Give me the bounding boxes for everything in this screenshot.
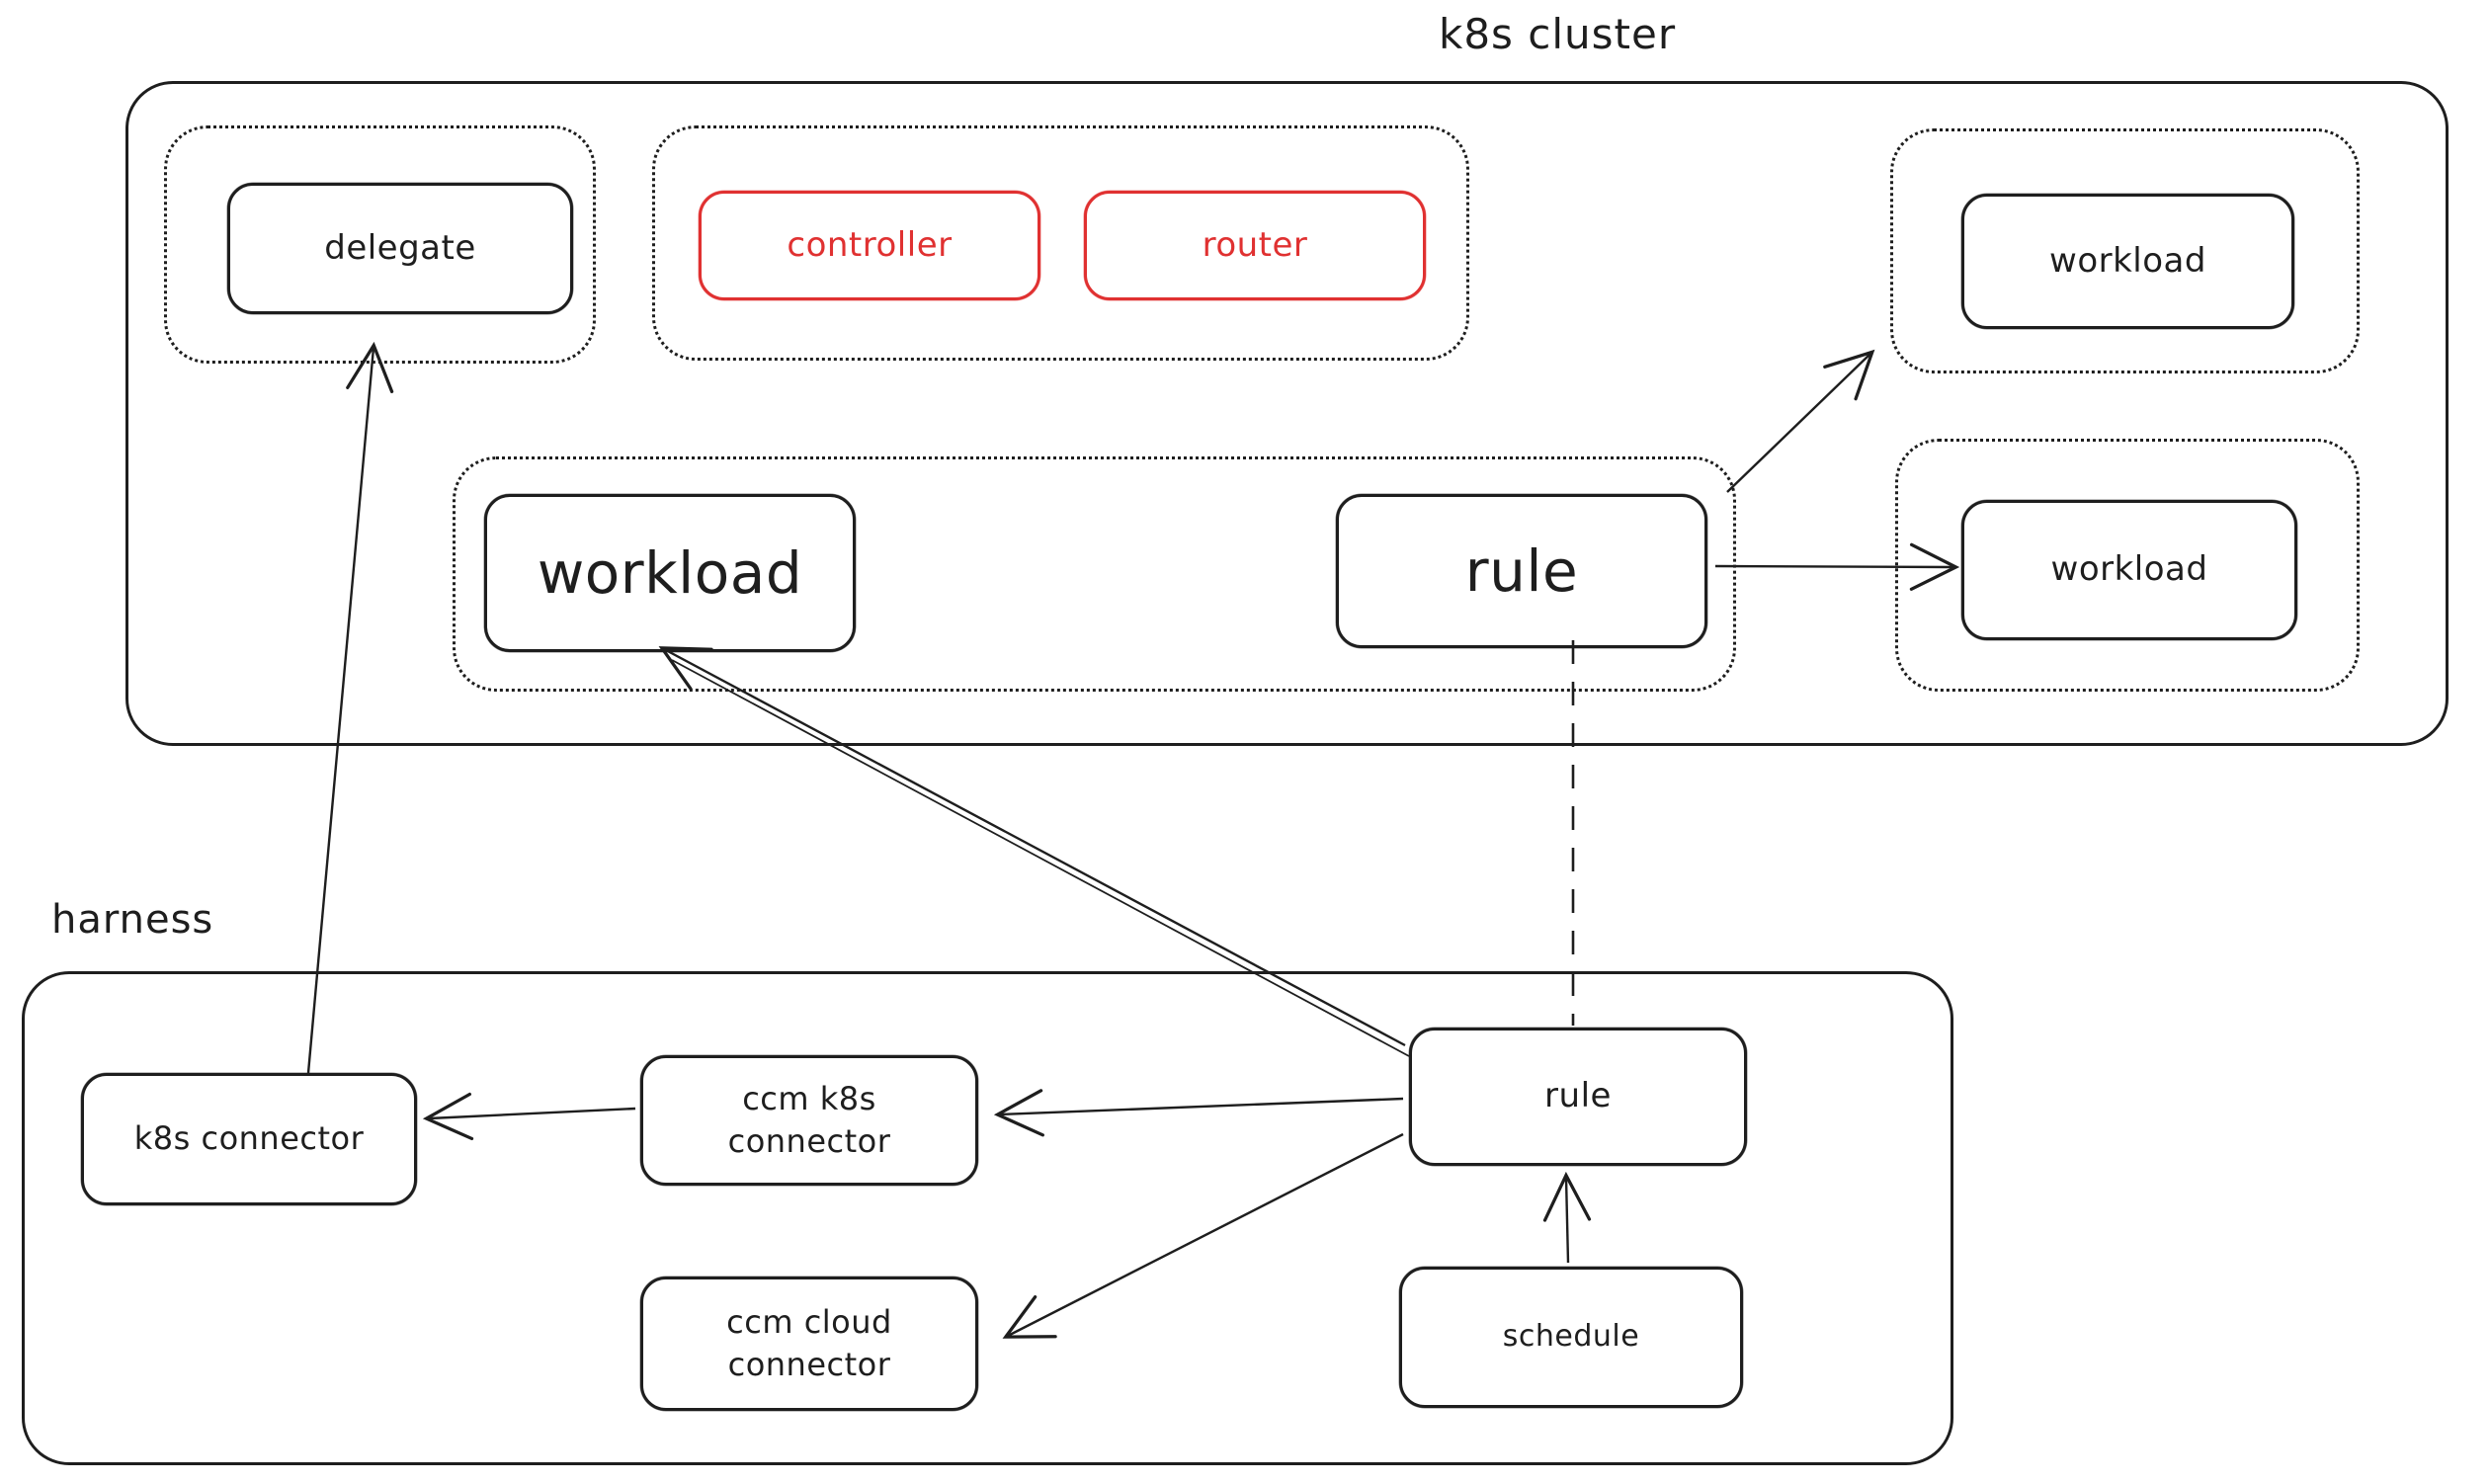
ccm-k8s-connector-line2: connector [727, 1122, 891, 1160]
rule-harness-node-label: rule [1544, 1076, 1612, 1116]
schedule-node-label: schedule [1502, 1319, 1640, 1355]
router-node-label: router [1202, 224, 1308, 265]
workload-top-group [1890, 128, 2360, 373]
schedule-node: schedule [1399, 1267, 1743, 1408]
k8s-connector-node-label: k8s connector [133, 1119, 365, 1158]
rule-k8s-node-label: rule [1464, 536, 1579, 605]
delegate-node: delegate [227, 183, 573, 314]
ccm-k8s-connector-line1: ccm k8s [742, 1079, 876, 1117]
rule-harness-node: rule [1409, 1028, 1747, 1166]
ccm-cloud-connector-node: ccm cloud connector [640, 1277, 978, 1411]
ccm-cloud-connector-line1: ccm cloud [726, 1302, 892, 1341]
workload-right-node: workload [1961, 500, 2297, 640]
ccm-k8s-connector-node: ccm k8s connector [640, 1055, 978, 1186]
workload-main-node-label: workload [537, 538, 803, 607]
ccm-cloud-connector-line2: connector [727, 1346, 891, 1383]
workload-main-node: workload [484, 494, 856, 652]
workload-top-node-label: workload [2049, 240, 2206, 281]
workload-top-node: workload [1961, 194, 2294, 329]
workload-right-node-label: workload [2050, 549, 2208, 590]
k8s-connector-node: k8s connector [81, 1073, 417, 1205]
controller-router-group [652, 125, 1469, 361]
k8s-cluster-label: k8s cluster [1439, 10, 1677, 58]
controller-node-label: controller [787, 224, 953, 265]
router-node: router [1084, 191, 1426, 300]
harness-label: harness [51, 897, 214, 943]
rule-k8s-node: rule [1336, 494, 1707, 648]
controller-node: controller [699, 191, 1040, 300]
delegate-node-label: delegate [324, 227, 476, 268]
